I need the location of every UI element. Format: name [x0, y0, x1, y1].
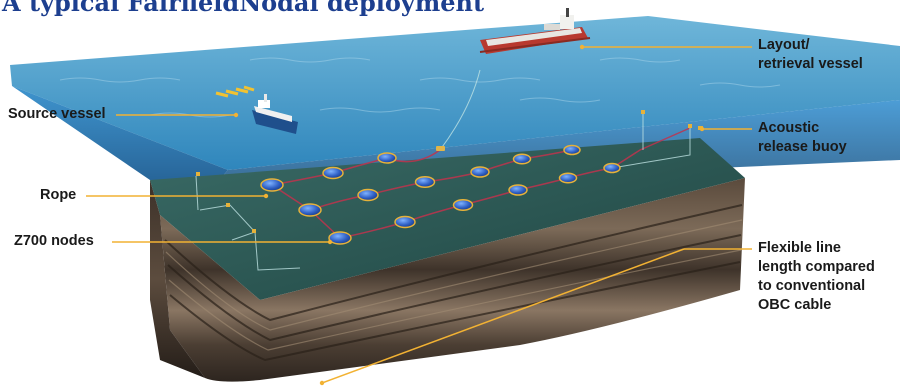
label-layout-vessel-line-1: Layout/ — [758, 37, 810, 53]
z700-node-grid — [260, 144, 621, 245]
label-acoustic-buoy-line-1: Acoustic — [758, 120, 820, 136]
positioning-lines — [195, 69, 691, 271]
label-rope: Rope — [40, 186, 76, 205]
layout-vessel-icon — [479, 8, 591, 54]
label-source-vessel-text: Source vessel — [8, 106, 106, 122]
label-layout-vessel: Layout/ retrieval vessel — [758, 36, 863, 74]
label-flexible-line-4: OBC cable — [758, 297, 832, 313]
label-source-vessel: Source vessel — [8, 105, 106, 124]
diagram-title: A typical FairfieldNodal deployment — [2, 0, 485, 17]
label-z700-nodes-text: Z700 nodes — [14, 233, 94, 249]
source-vessel-icon — [252, 94, 298, 134]
label-flexible-line-2: length compared — [758, 259, 875, 275]
label-flexible-line-1: Flexible line — [758, 240, 841, 256]
sea-surface — [10, 16, 900, 170]
water-column-front — [12, 86, 228, 190]
source-array — [215, 85, 255, 98]
wave-texture — [59, 57, 781, 118]
strata-lines — [164, 204, 743, 362]
label-rope-text: Rope — [40, 187, 77, 203]
leader-dots — [233, 44, 705, 386]
seabed — [150, 138, 745, 300]
label-flexible-line: Flexible line length compared to convent… — [758, 239, 875, 315]
earth-strata-side — [150, 180, 205, 378]
node-icon — [260, 144, 621, 245]
label-acoustic-buoy-line-2: release buoy — [758, 139, 847, 155]
label-layout-vessel-line-2: retrieval vessel — [758, 56, 863, 72]
label-flexible-line-3: to conventional — [758, 278, 866, 294]
label-acoustic-buoy: Acoustic release buoy — [758, 119, 847, 157]
label-z700-nodes: Z700 nodes — [14, 232, 94, 251]
leader-lines — [86, 46, 752, 384]
